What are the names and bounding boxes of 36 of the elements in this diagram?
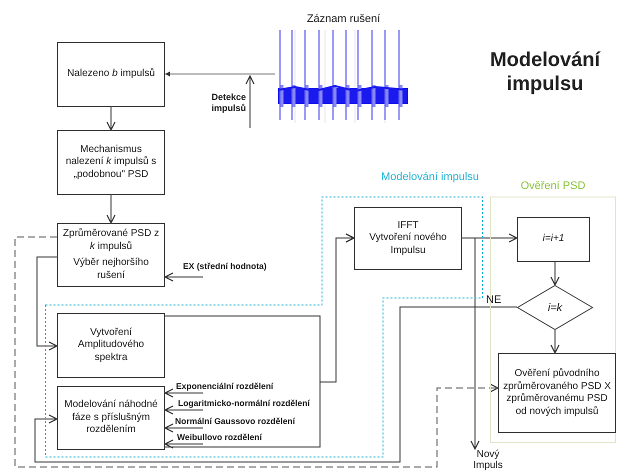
process-box: i=i+1 xyxy=(517,217,590,262)
process-box: Modelování náhodné fáze s příslušným rozdělením xyxy=(57,386,165,450)
group-label: Ověření PSD xyxy=(520,180,586,192)
arrow xyxy=(550,330,560,354)
edge-label: EX (střední hodnota) xyxy=(183,261,267,271)
process-box: Ověření původního zprůměrovaného PSD X zprůměrovanému PSD od nových impulsů xyxy=(498,353,616,433)
process-box: Mechanismus nalezení k impulsů s „podobnou" PSD xyxy=(57,130,165,195)
picture-title: Záznam rušení xyxy=(306,13,382,25)
arrow xyxy=(164,388,204,398)
note-text: Detekce impulsů xyxy=(210,92,246,114)
arrow xyxy=(550,262,560,286)
arrow xyxy=(164,423,204,433)
process-box: IFFT Vytvoření nového Impulsu xyxy=(354,207,462,270)
edge-label: NE xyxy=(486,294,502,306)
arrow xyxy=(106,194,116,224)
edge-label: Exponenciální rozdělení xyxy=(176,381,274,391)
arrow xyxy=(164,439,204,449)
arrow xyxy=(106,106,116,131)
arrow xyxy=(164,272,204,282)
dashed-arrow xyxy=(14,236,499,468)
arrow xyxy=(462,238,480,450)
edge-label: Logaritmicko-normální rozdělení xyxy=(178,398,310,408)
arrow xyxy=(164,72,276,76)
process-box: Vytvoření Amplitudového spektra xyxy=(57,313,165,378)
group-label: Modelování impulsu xyxy=(380,171,480,184)
decision-diamond: i=k xyxy=(517,285,593,330)
arrow xyxy=(36,256,58,351)
arrow xyxy=(34,306,518,462)
arrow xyxy=(164,405,204,415)
edge-label: Normální Gaussovo rozdělení xyxy=(175,416,295,426)
process-box: Zprůměrované PSD z k impulsů Výběr nejhoršího rušení xyxy=(57,223,165,287)
title: Modelování impulsu xyxy=(488,48,602,96)
arrow xyxy=(164,233,355,448)
process-box: Nalezeno b impulsů xyxy=(57,42,165,107)
output-text: Nový Impuls xyxy=(462,449,514,472)
edge-label: Weibullovo rozdělení xyxy=(177,432,262,442)
